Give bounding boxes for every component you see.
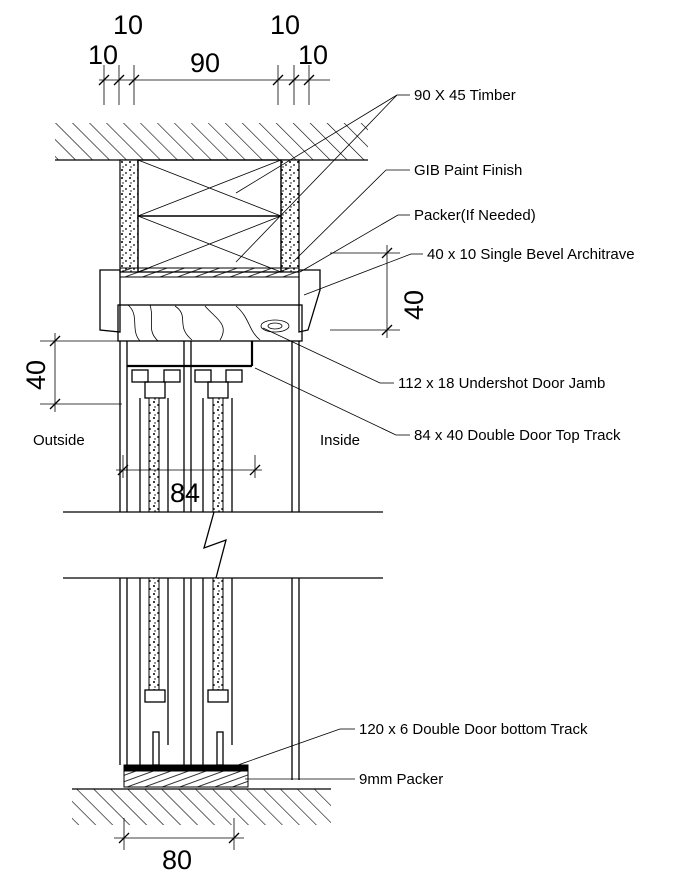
label-9mm-packer: 9mm Packer <box>359 771 443 788</box>
dim-10-left-inner: 10 <box>113 10 143 40</box>
dim-10-right-outer: 10 <box>298 40 328 70</box>
door-jamb <box>117 304 303 342</box>
label-packer: Packer(If Needed) <box>414 207 536 224</box>
frame-verticals <box>119 341 300 780</box>
leader-lines <box>235 94 423 780</box>
dim-40-right: 40 <box>399 290 429 320</box>
label-inside: Inside <box>320 432 360 449</box>
dim-40-left: 40 <box>21 360 51 390</box>
dim-84-lines <box>116 455 262 478</box>
dim-90: 90 <box>190 48 220 78</box>
dim-80-lines <box>114 818 244 850</box>
dim-84: 84 <box>170 478 200 508</box>
floor-hatch <box>72 788 331 825</box>
architraves <box>99 269 321 333</box>
top-dimension-lines <box>98 65 330 105</box>
dim-10-left-outer: 10 <box>88 40 118 70</box>
dim-10-right-inner: 10 <box>270 10 300 40</box>
top-track <box>127 341 254 399</box>
label-architrave: 40 x 10 Single Bevel Architrave <box>427 246 635 263</box>
label-top-track: 84 x 40 Double Door Top Track <box>414 427 621 444</box>
packer-strip <box>119 267 300 278</box>
label-timber: 90 X 45 Timber <box>414 87 516 104</box>
label-bottom-track: 120 x 6 Double Door bottom Track <box>359 721 588 738</box>
dim-40-right-lines <box>330 245 400 338</box>
label-outside: Outside <box>33 432 85 449</box>
break-lines <box>63 511 383 579</box>
wall-head <box>119 159 300 278</box>
door-panels-lower <box>139 577 233 766</box>
bottom-track <box>123 764 249 788</box>
dim-80: 80 <box>162 845 192 875</box>
door-panels-upper <box>139 397 233 513</box>
label-gib-paint-finish: GIB Paint Finish <box>414 162 522 179</box>
label-door-jamb: 112 x 18 Undershot Door Jamb <box>398 375 605 392</box>
dim-40-left-lines <box>40 333 122 412</box>
